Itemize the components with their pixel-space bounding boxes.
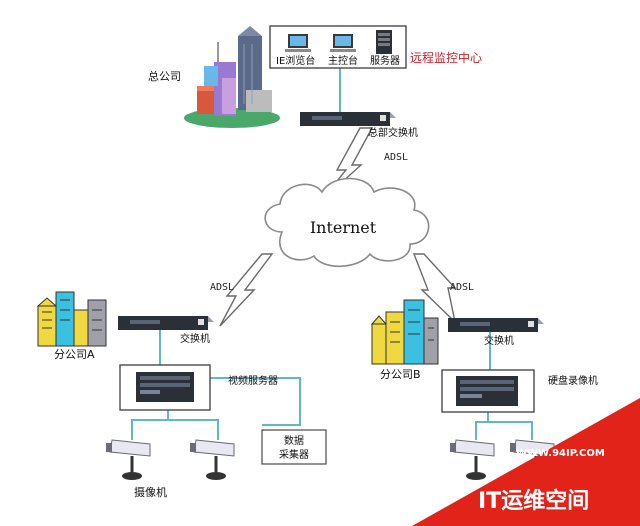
watermark-url: WWW.94IP.COM (516, 448, 605, 459)
branch-b-adsl-lightning-icon (412, 253, 457, 325)
branch-a-group: 分公司A 交换机 ADSL 视频服务器 数据 采集器 (36, 282, 327, 499)
branch-a-switch-label: 交换机 (180, 332, 210, 345)
video-server-label: 视频服务器 (228, 374, 278, 387)
hq-switch-label: 总部交换机 (368, 126, 418, 139)
hq-switch-icon (300, 112, 396, 126)
console-computer-icon (330, 34, 356, 52)
server-tower-icon (376, 30, 392, 54)
data-collector-box (261, 429, 327, 465)
server-to-camera2-line (168, 419, 219, 440)
branch-a-adsl-label: ADSL (210, 282, 234, 293)
hq-building-icon (184, 26, 280, 128)
console-label: 主控台 (328, 54, 358, 67)
dvr-icon (456, 376, 518, 406)
recorder-to-camera4-line (488, 421, 533, 440)
headquarters-group: 总公司 IE浏览台 主控台 服务器 远程监控中心 (148, 25, 482, 163)
hq-label: 总公司 (148, 69, 181, 83)
server-to-collector-line (210, 377, 301, 426)
internet-cloud: Internet (264, 177, 430, 267)
branch-a-adsl-lightning-icon (219, 253, 274, 327)
camera-label: 摄像机 (134, 485, 167, 499)
hq-adsl-label: ADSL (384, 152, 408, 163)
camera-icon (450, 439, 495, 480)
watermark-brand: IT运维空间 (478, 488, 589, 514)
server-to-camera1-line (131, 410, 169, 440)
connection-lines (131, 68, 533, 440)
dvr-label: 硬盘录像机 (548, 374, 598, 387)
video-server-icon (136, 372, 194, 402)
server-label: 服务器 (370, 54, 400, 67)
data-collector-label-line2: 采集器 (279, 448, 309, 461)
watermark: WWW.94IP.COM IT运维空间 (412, 398, 640, 526)
adsl-links (219, 127, 457, 327)
camera-icon (106, 439, 151, 480)
recorder-to-camera3-line (475, 412, 489, 440)
watermark-red-banner (412, 398, 640, 526)
ie-station-label: IE浏览台 (276, 54, 315, 67)
internet-label: Internet (310, 218, 377, 237)
branch-b-building-icon (370, 299, 439, 365)
ie-station-computer-icon (285, 34, 311, 52)
branch-a-switch-icon (118, 316, 214, 330)
branch-a-building-icon (36, 291, 107, 347)
branch-b-adsl-label: ADSL (450, 282, 474, 293)
camera-icon (190, 439, 235, 480)
branch-b-label: 分公司B (380, 368, 421, 381)
data-collector-label-line1: 数据 (284, 434, 304, 447)
cloud-shape (264, 177, 430, 267)
branch-b-switch-icon (448, 318, 544, 332)
monitor-center-label: 远程监控中心 (410, 50, 482, 65)
branch-b-switch-label: 交换机 (484, 334, 514, 347)
branch-a-label: 分公司A (54, 348, 95, 361)
